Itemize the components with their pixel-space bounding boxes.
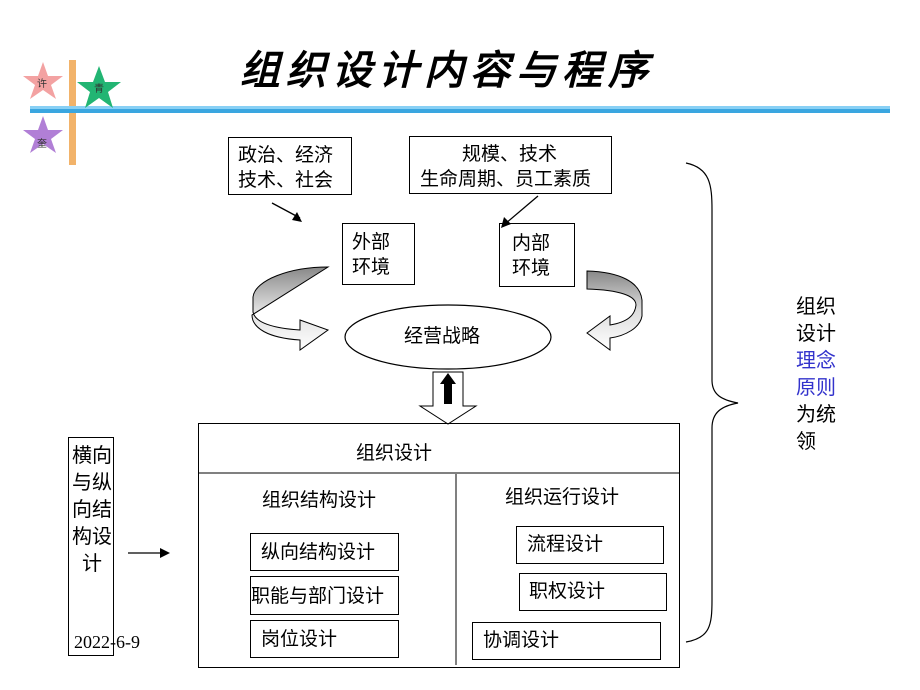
star-pink-icon: [23, 62, 63, 99]
org-design-title: 组织设计: [356, 442, 433, 464]
arrow-internal-head: [501, 217, 511, 228]
internal-env-line1: 内部: [512, 232, 551, 254]
curved-arrow-right: [586, 270, 643, 351]
operation-item-label-1: 流程设计: [527, 533, 604, 555]
right-note-line5: 为统: [796, 402, 836, 426]
internal-env-line2: 环境: [512, 257, 551, 279]
internal-env-box: 内部 环境: [499, 223, 575, 287]
strategy-ellipse: [344, 304, 552, 370]
operation-item-box-3: 协调设计: [472, 622, 661, 660]
structure-design-title: 组织结构设计: [262, 489, 377, 511]
structure-item-box-2: 职能与部门设计: [250, 576, 399, 615]
strategy-label: 经营战略: [404, 325, 481, 347]
arrow-left-label-head: [160, 548, 170, 558]
right-note-line2: 设计: [796, 321, 836, 345]
operation-design-title: 组织运行设计: [505, 486, 620, 508]
operation-item-label-2: 职权设计: [529, 580, 606, 602]
internal-factors-box: 规模、技术 生命周期、员工素质: [409, 136, 612, 194]
internal-factors-line2: 生命周期、员工素质: [420, 168, 592, 190]
star3-text: 奎: [37, 139, 47, 150]
structure-item-label-1: 纵向结构设计: [261, 541, 376, 563]
operation-item-label-3: 协调设计: [483, 629, 560, 651]
external-env-line2: 环境: [352, 256, 391, 278]
operation-item-box-2: 职权设计: [519, 573, 667, 611]
operation-item-box-1: 流程设计: [516, 526, 664, 564]
header-decoration: [23, 60, 890, 165]
structure-item-label-3: 岗位设计: [261, 628, 338, 650]
right-note-line4: 原则: [796, 375, 836, 399]
curved-arrow-left: [251, 266, 330, 351]
up-bold-arrow: [440, 373, 456, 404]
right-note-line1: 组织: [796, 294, 836, 318]
org-design-box: [198, 423, 680, 668]
left-label-text: 横向与纵向结构设计: [72, 443, 112, 575]
page-title: 组织设计内容与程序: [240, 47, 654, 94]
structure-item-label-2: 职能与部门设计: [251, 585, 385, 607]
star-green-icon: [77, 66, 121, 108]
date-label: 2022-6-9: [74, 632, 140, 652]
right-note: 组织 设计 理念 原则 为统 领: [796, 293, 836, 455]
arrow-external-head: [292, 212, 302, 222]
structure-item-box-3: 岗位设计: [250, 620, 399, 658]
right-note-line6: 领: [796, 429, 816, 453]
external-factors-box: 政治、经济 技术、社会: [228, 137, 352, 195]
left-label-box: 横向与纵向结构设计: [68, 437, 114, 656]
star2-text: 青: [94, 84, 104, 95]
star1-text: 许: [37, 79, 47, 90]
external-factors-line2: 技术、社会: [238, 169, 334, 191]
external-factors-line1: 政治、经济: [238, 144, 334, 166]
right-note-line3: 理念: [796, 348, 836, 372]
structure-item-box-1: 纵向结构设计: [250, 533, 399, 571]
horizontal-bar-shade: [30, 106, 890, 109]
right-brace: [685, 162, 739, 643]
star-purple-icon: [23, 116, 63, 153]
internal-factors-line1: 规模、技术: [462, 143, 558, 165]
external-env-box: 外部 环境: [342, 223, 415, 285]
horizontal-bar: [30, 106, 890, 113]
external-env-line1: 外部: [352, 231, 391, 253]
arrow-internal-line: [504, 195, 539, 225]
